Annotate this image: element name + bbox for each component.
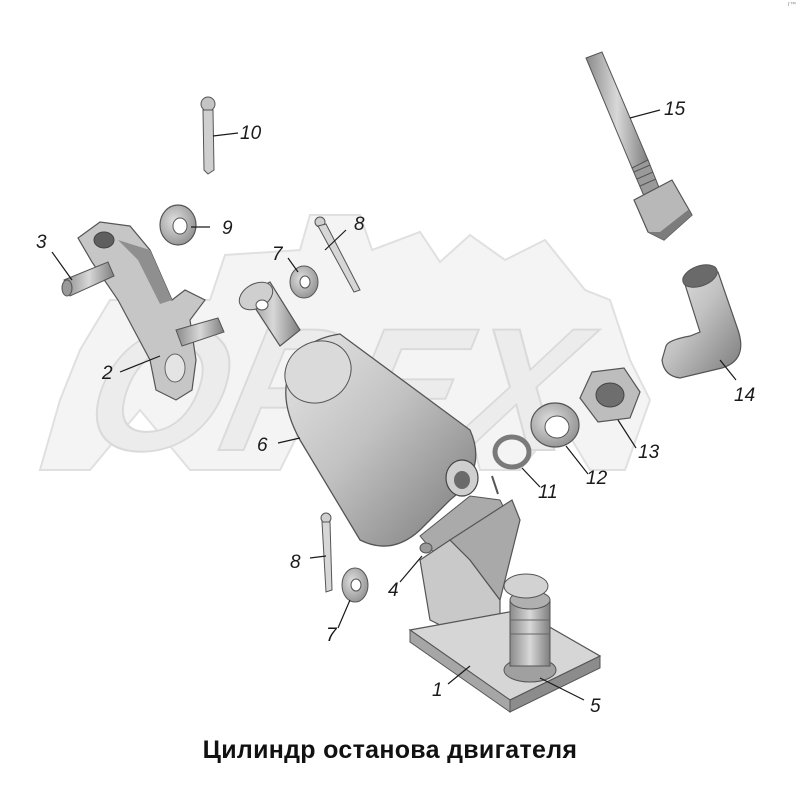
callout-labels: 1 2 3 4 5 6 7 7 8 8 9 10 11 12 13 14 15: [36, 99, 755, 717]
part-12-washer: [530, 402, 580, 448]
part-7-washer-upper: [289, 265, 319, 299]
part-7-washer-lower: [341, 567, 369, 603]
corner-mark: г™: [787, 2, 796, 8]
part-14-elbow: [661, 264, 742, 379]
part-15-tube-fitting: [585, 51, 693, 241]
part-10-cotter-pin: [200, 96, 216, 175]
part-1-bracket: [408, 499, 602, 713]
callout-2: 2: [101, 363, 113, 384]
part-8-cotter-pin-upper: [314, 216, 361, 293]
callout-4: 4: [388, 580, 399, 601]
part-2-3-lever: [61, 221, 225, 401]
callout-7-lower: 7: [326, 625, 338, 646]
callout-5: 5: [590, 696, 601, 717]
callout-6: 6: [257, 435, 268, 456]
callout-12: 12: [586, 468, 608, 489]
callout-1: 1: [432, 680, 443, 701]
callout-7-upper: 7: [272, 244, 284, 265]
part-6-cylinder: [238, 281, 511, 561]
callout-9: 9: [222, 218, 233, 239]
callout-3: 3: [36, 232, 47, 253]
callout-8-upper: 8: [354, 214, 365, 235]
leader-lines: [51, 109, 737, 701]
callout-10: 10: [240, 123, 262, 144]
diagram-caption: Цилиндр останова двигателя: [202, 736, 578, 764]
callout-11: 11: [538, 482, 558, 503]
callout-15: 15: [664, 99, 686, 120]
part-8-cotter-pin-lower: [320, 512, 333, 593]
part-4-bolt: [419, 475, 499, 554]
part-9-washer: [159, 204, 197, 246]
part-11-ring: [492, 434, 532, 470]
part-13-hex-nut: [579, 367, 641, 423]
part-5-plug: [503, 573, 557, 683]
callout-13: 13: [638, 442, 660, 463]
callout-8-lower: 8: [290, 552, 301, 573]
callout-14: 14: [734, 385, 755, 406]
